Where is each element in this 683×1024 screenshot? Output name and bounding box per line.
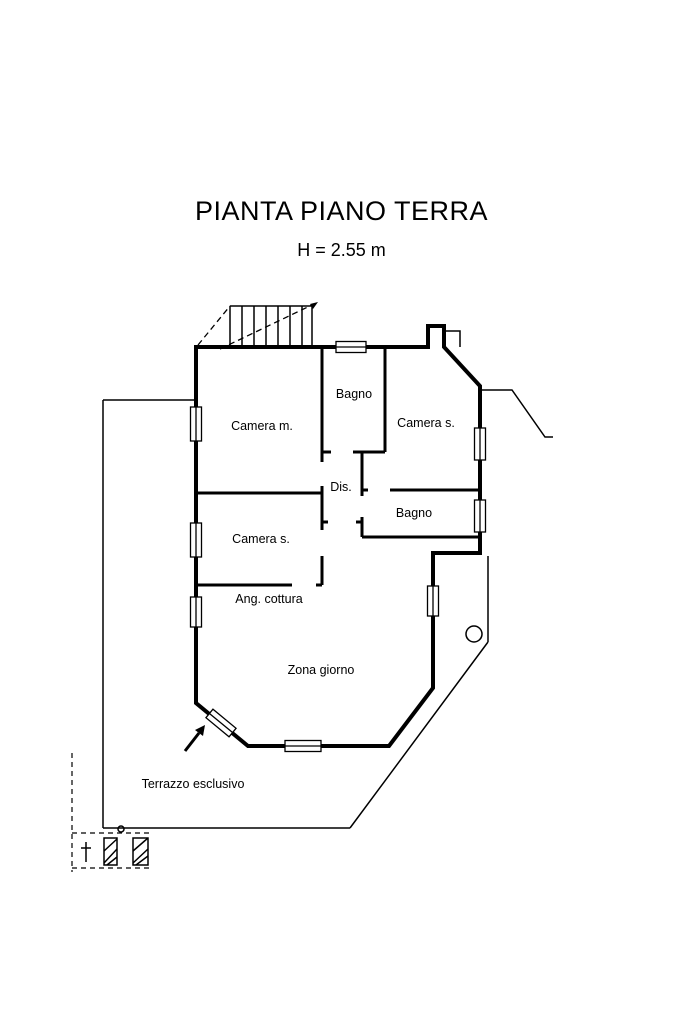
room-label-camera-s-top: Camera s. [397, 416, 455, 430]
window-left-camera-s [189, 522, 203, 558]
terrace-outline [102, 399, 489, 829]
window-right-bagno [473, 499, 487, 533]
window-top-wall [335, 340, 367, 354]
ceiling-height-note: H = 2.55 m [297, 240, 386, 260]
window-zona-giorno-bottom [284, 739, 322, 753]
room-label-ang-cottura: Ang. cottura [235, 592, 302, 606]
exterior-walls [194, 324, 482, 748]
stairs [197, 302, 318, 350]
entrance-arrow [183, 725, 205, 752]
boundary-hatch-detail [81, 825, 149, 866]
property-boundary-dashed [71, 753, 152, 872]
adjacent-structure-lines [444, 330, 553, 438]
room-label-dis: Dis. [330, 480, 352, 494]
room-label-zona-giorno: Zona giorno [288, 663, 355, 677]
window-left-cottura [189, 596, 203, 628]
column-circle [465, 625, 483, 643]
window-right-camera-s [473, 427, 487, 461]
window-zona-giorno-right [426, 585, 440, 617]
room-label-camera-m: Camera m. [231, 419, 293, 433]
room-label-terrazzo: Terrazzo esclusivo [142, 777, 245, 791]
window-left-camera-m [189, 406, 203, 442]
interior-walls [194, 347, 480, 587]
room-label-bagno-right: Bagno [396, 506, 432, 520]
page-title: PIANTA PIANO TERRA [194, 196, 489, 226]
room-label-camera-s-bottom: Camera s. [232, 532, 290, 546]
window-diagonal-entrance [205, 708, 237, 738]
room-label-bagno-top: Bagno [336, 387, 372, 401]
